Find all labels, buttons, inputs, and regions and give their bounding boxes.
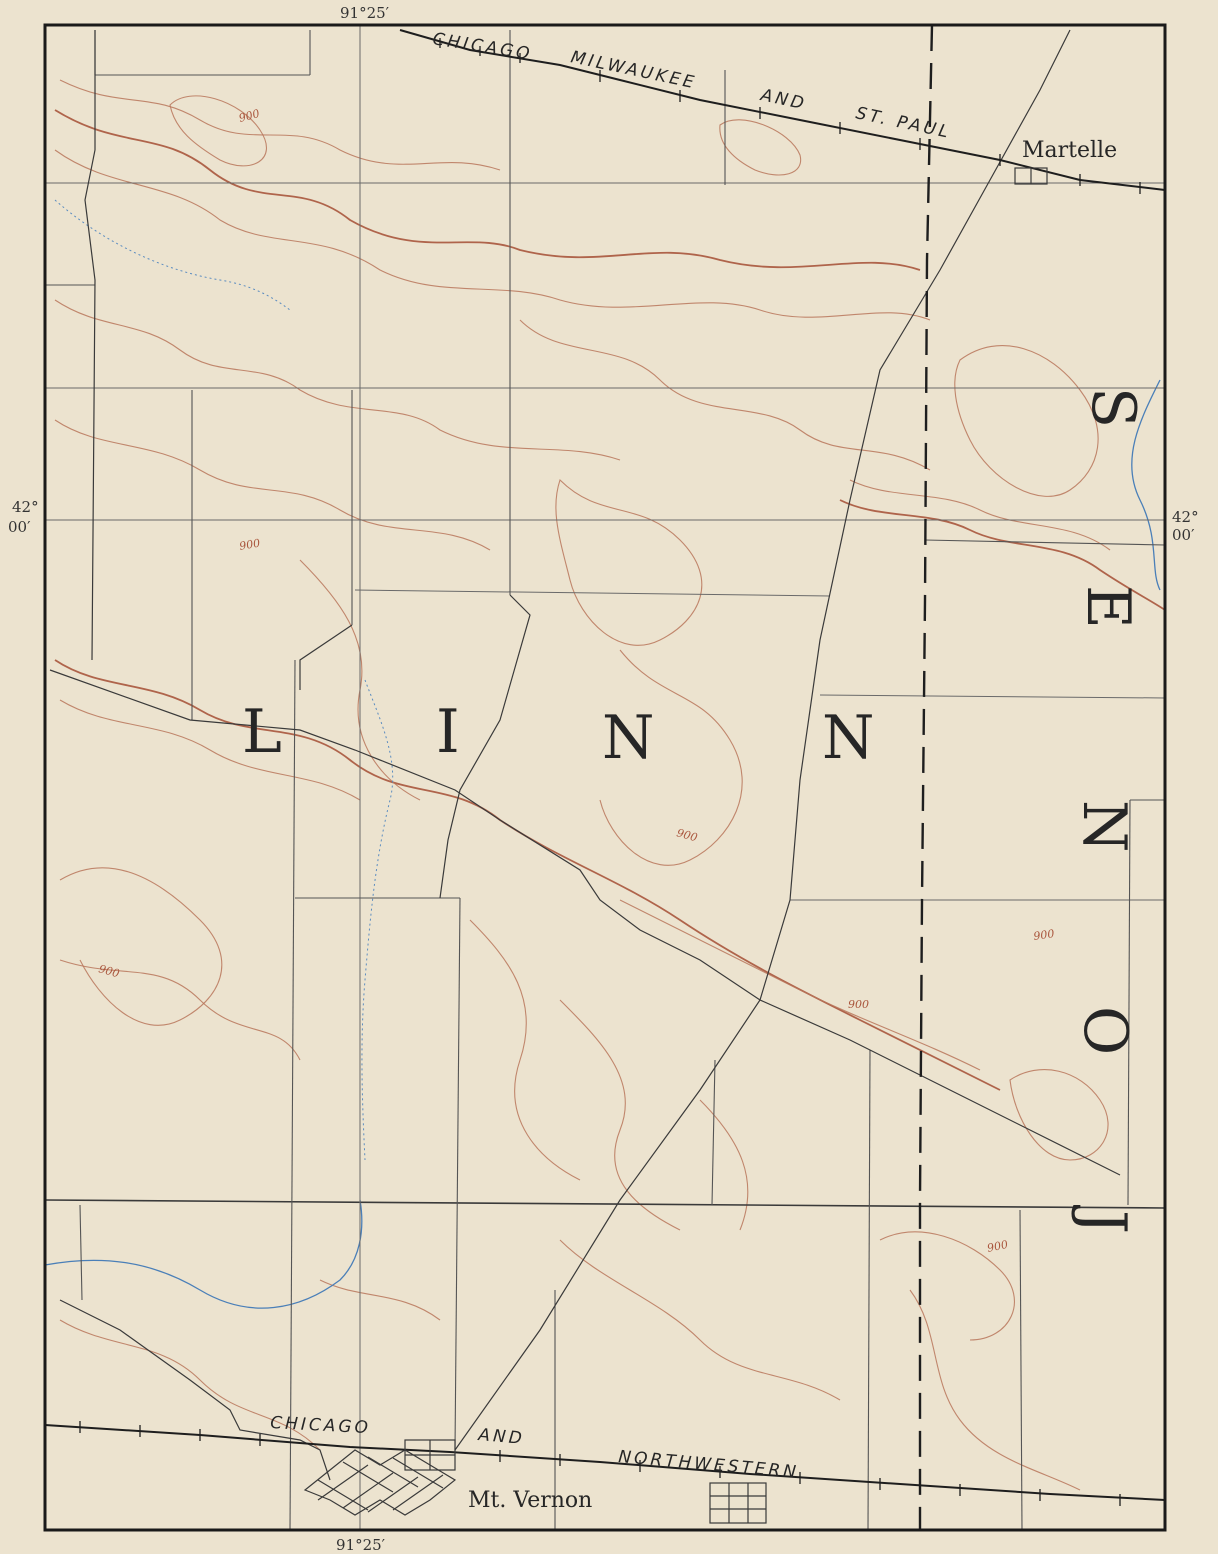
roads	[49, 29, 1121, 1481]
left-latitude-degrees: 42°	[12, 498, 39, 516]
streams	[44, 199, 1161, 1309]
elevation-label: 900	[986, 1238, 1009, 1255]
county-letter-jones-n: N	[1069, 800, 1139, 853]
county-letter-jones-s: S	[1078, 387, 1148, 428]
county-letter-jones-o: O	[1070, 1006, 1140, 1055]
railroad-chicago-milwaukee-st-paul	[399, 29, 1166, 194]
county-letter-linn-l: L	[242, 697, 282, 767]
railroad-chicago-northwestern	[44, 1421, 1166, 1506]
bottom-longitude-label: 91°25′	[336, 1536, 386, 1554]
rail-label-and-south: AND	[477, 1425, 526, 1449]
county-boundary-line	[918, 24, 934, 1530]
elevation-label: 900	[238, 537, 261, 553]
rail-label-northwestern: NORTHWESTERN	[618, 1447, 800, 1483]
county-letter-linn-n2: N	[822, 703, 875, 773]
county-letter-linn-n1: N	[602, 703, 655, 773]
elevation-label: 900	[237, 107, 261, 125]
map-frame	[43, 23, 1167, 1532]
mt-vernon-town-grid	[303, 1439, 767, 1524]
county-letter-linn-i: I	[436, 697, 460, 767]
town-label-martelle: Martelle	[1022, 138, 1117, 163]
martelle-town-grid	[1014, 167, 1048, 185]
rail-label-chicago-south: CHICAGO	[270, 1413, 372, 1438]
contour-lines	[54, 79, 1166, 1491]
elevation-label: 900	[1033, 927, 1056, 943]
section-lines	[44, 25, 1166, 1531]
town-label-mt-vernon: Mt. Vernon	[468, 1488, 592, 1513]
rail-label-and-north: AND	[758, 85, 809, 114]
rail-label-st-paul: ST. PAUL	[854, 103, 953, 143]
elevation-label: 900	[675, 826, 699, 844]
right-latitude-minutes: 00′	[1172, 526, 1195, 544]
rail-label-chicago-north: CHICAGO	[431, 29, 534, 65]
left-latitude-minutes: 00′	[8, 518, 31, 536]
rail-label-milwaukee: MILWAUKEE	[569, 47, 698, 93]
elevation-label: 900	[848, 998, 869, 1011]
county-letter-jones-e: E	[1073, 585, 1143, 629]
elevation-label: 900	[97, 962, 121, 980]
top-longitude-label: 91°25′	[340, 4, 390, 22]
right-latitude-degrees: 42°	[1172, 508, 1199, 526]
